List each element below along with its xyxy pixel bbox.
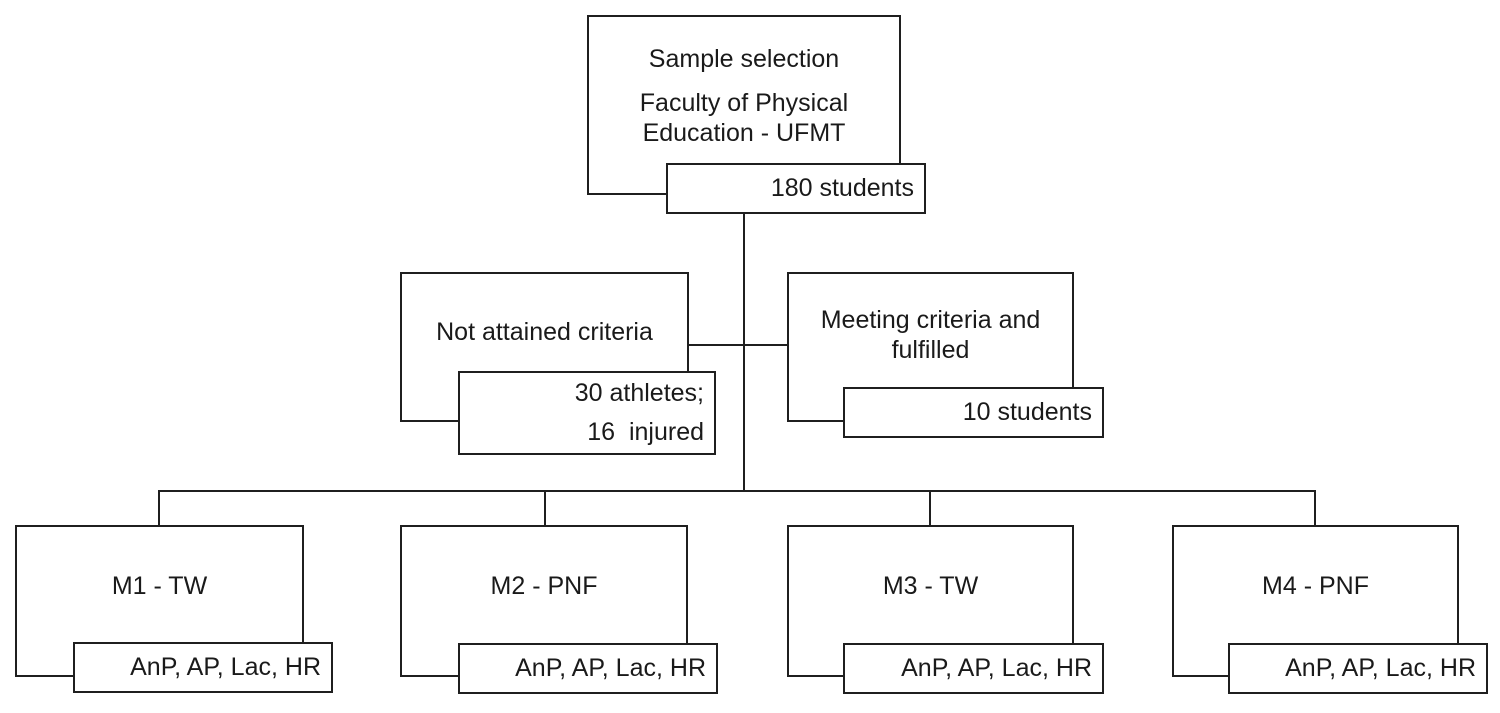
sample-count-label: 180 students xyxy=(770,174,914,202)
group-m1-measures-label: AnP, AP, Lac, HR xyxy=(130,653,321,681)
group-m2-measures-label: AnP, AP, Lac, HR xyxy=(515,654,706,682)
group-m2-label: M2 - PNF xyxy=(490,572,598,600)
sample-count-box: 180 students xyxy=(666,163,926,214)
not-attained-count-line2: 16 injured xyxy=(587,418,704,446)
sample-selection-title: Sample selection xyxy=(648,45,840,73)
group-m1-measures-box: AnP, AP, Lac, HR xyxy=(73,642,333,693)
group-m3-connector-line xyxy=(929,490,931,526)
sample-selection-subtitle: Faculty of Physical Education - UFMT xyxy=(639,89,849,147)
meeting-count-label: 10 students xyxy=(962,398,1092,426)
meeting-criteria-label: Meeting criteria and fulfilled xyxy=(820,305,1041,364)
group-m3-label: M3 - TW xyxy=(882,572,979,600)
group-m3-measures-label: AnP, AP, Lac, HR xyxy=(901,654,1092,682)
not-attained-count-line1: 30 athletes; xyxy=(574,379,704,407)
group-m4-measures-label: AnP, AP, Lac, HR xyxy=(1285,654,1476,682)
group-m1-label: M1 - TW xyxy=(111,572,208,600)
group-m4-connector-line xyxy=(1314,490,1316,526)
group-m3-measures-box: AnP, AP, Lac, HR xyxy=(843,643,1104,694)
group-m1-connector-line xyxy=(158,490,160,526)
groups-branch-line xyxy=(158,490,1316,492)
group-m4-measures-box: AnP, AP, Lac, HR xyxy=(1228,643,1488,694)
group-m4-label: M4 - PNF xyxy=(1262,572,1369,600)
not-attained-criteria-label: Not attained criteria xyxy=(436,318,653,346)
meeting-count-box: 10 students xyxy=(843,387,1104,438)
group-m2-connector-line xyxy=(544,490,546,526)
not-attained-count-box: 30 athletes; 16 injured xyxy=(458,371,716,455)
group-m2-measures-box: AnP, AP, Lac, HR xyxy=(458,643,718,694)
trunk-connector-line xyxy=(743,212,745,492)
criteria-connector-line xyxy=(687,344,788,346)
